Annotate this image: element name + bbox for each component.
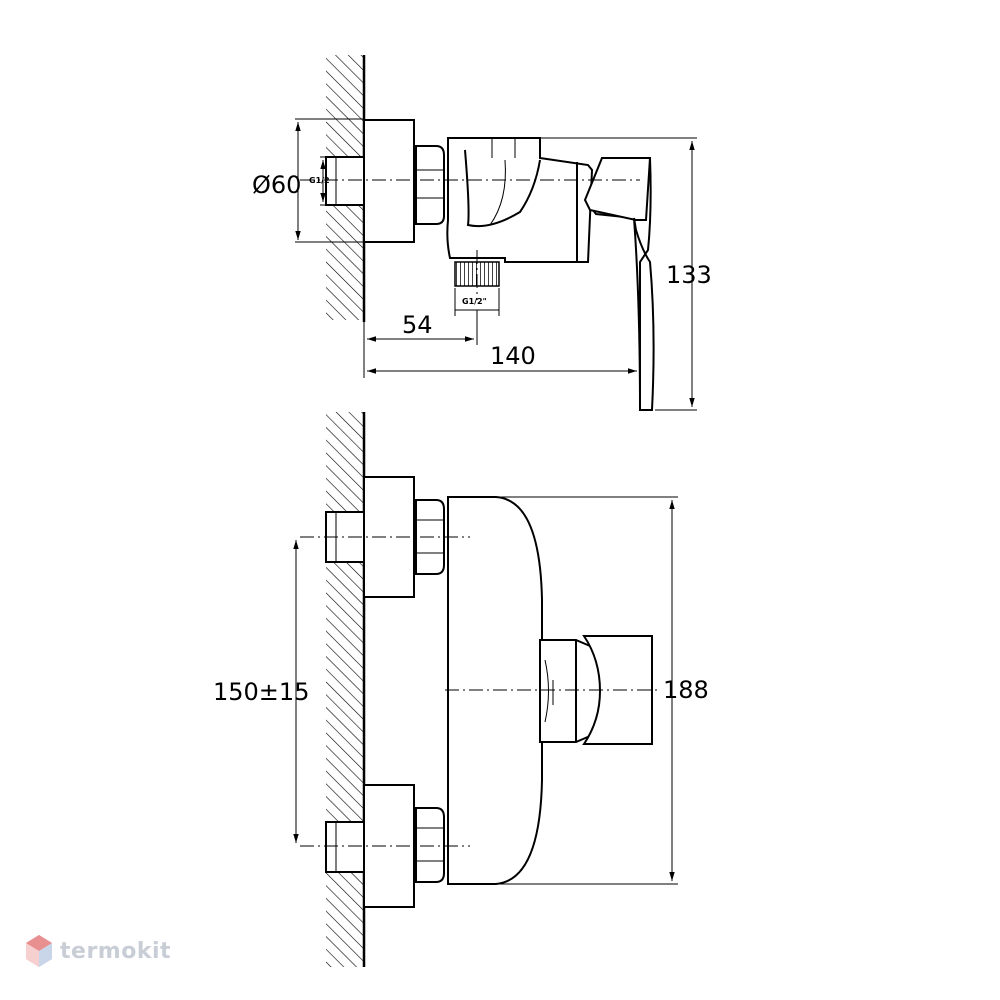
termokit-logo-icon (26, 935, 52, 967)
brand-name: termokit (60, 938, 172, 964)
hex-nut-lower (415, 807, 445, 883)
side-view: Ø60 G1/2 G1/2" 54 140 133 (252, 55, 712, 411)
escutcheon-top (363, 119, 415, 243)
dim-140: 140 (490, 342, 536, 370)
wall-hatch-bottom (326, 412, 364, 967)
wall-fitting-top (325, 156, 365, 206)
brand-watermark: termokit (24, 934, 171, 968)
front-view: 150±15 188 (213, 412, 709, 967)
dim-diameter: Ø60 (252, 171, 301, 199)
thread-label-wall: G1/2 (309, 176, 330, 185)
dim-54: 54 (402, 311, 433, 339)
valve-body-side (446, 137, 594, 263)
dim-188: 188 (663, 676, 709, 704)
thread-label-outlet: G1/2" (462, 297, 487, 306)
dim-150: 150±15 (213, 678, 309, 706)
wall-fitting-lower (325, 821, 365, 873)
hex-nut-top (415, 145, 445, 225)
dim-133: 133 (666, 261, 712, 289)
